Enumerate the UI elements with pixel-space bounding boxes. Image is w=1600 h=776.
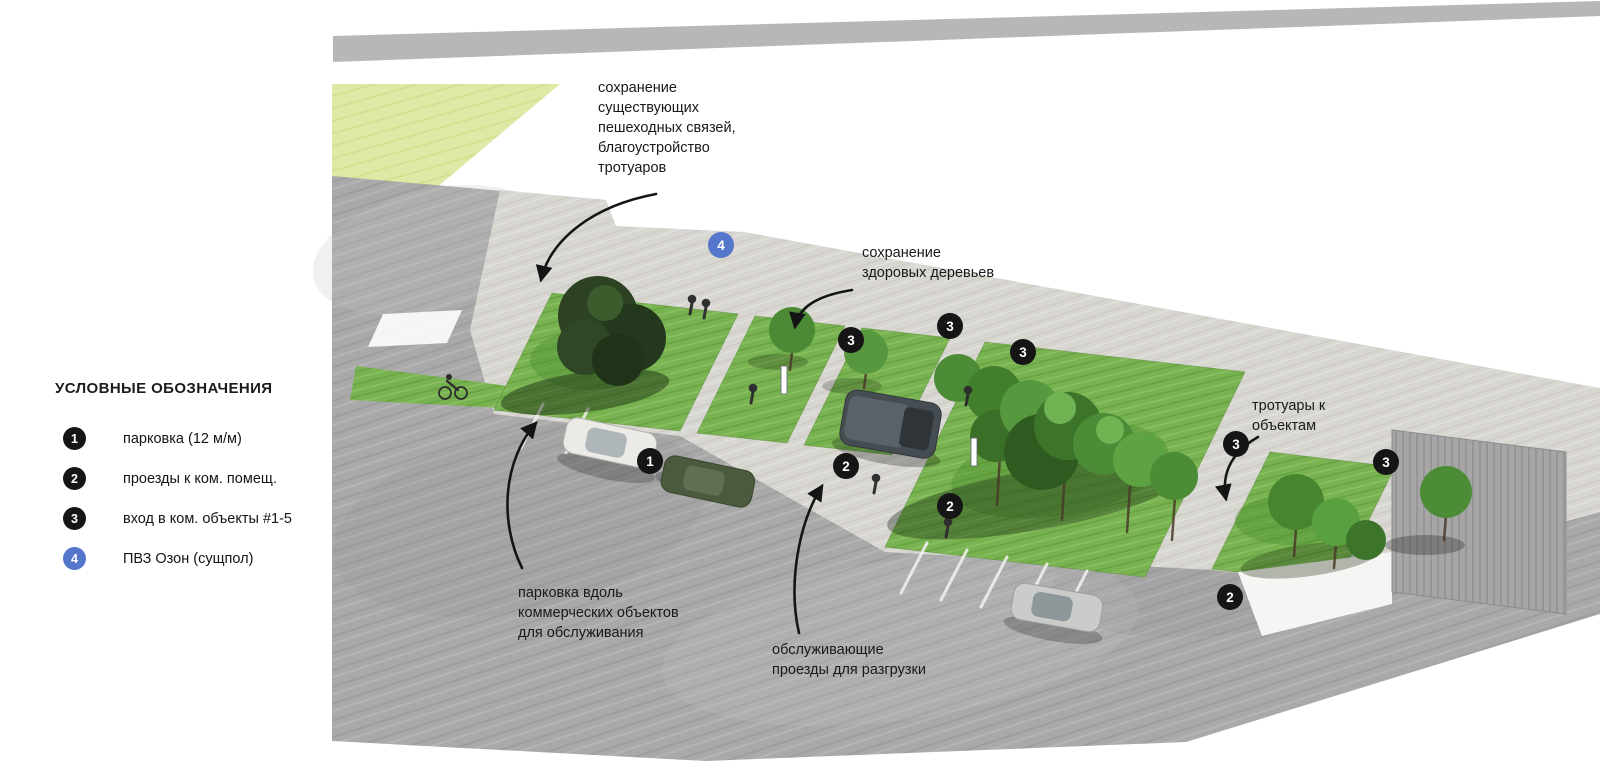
- lawn-2: [696, 315, 846, 444]
- annotation-arrows: [506, 192, 1260, 635]
- plan-marker-parking: 1: [637, 448, 663, 474]
- plan-marker-entrance-1: 3: [838, 327, 864, 353]
- car-white: [562, 417, 658, 469]
- plan-marker-entrance-2: 3: [937, 313, 963, 339]
- tree-cluster-lawn5: [1268, 474, 1386, 560]
- cyclist: [438, 374, 468, 400]
- legend-badge-3: 3: [63, 507, 86, 530]
- plan-marker-entrance-4: 3: [1223, 431, 1249, 457]
- annotation-parking-along: парковка вдоль коммерческих объектов для…: [518, 585, 679, 641]
- tree-far-right: [1420, 466, 1472, 518]
- annotation-sidewalks-to-objects: тротуары к объектам: [1252, 398, 1326, 434]
- plan-marker-driveway-3: 2: [1217, 584, 1243, 610]
- annotation-healthy-trees: сохранение здоровых деревьев: [862, 245, 995, 281]
- arrow-parking-along: [506, 421, 538, 570]
- crosswalk: [368, 310, 462, 347]
- legend-label-parking: парковка (12 м/м): [123, 430, 242, 447]
- arrow-sidewalks-to-objects: [1214, 435, 1260, 502]
- plan-marker-driveway-2: 2: [937, 493, 963, 519]
- pedestrians: [687, 294, 973, 539]
- legend-title: УСЛОВНЫЕ ОБОЗНАЧЕНИЯ: [55, 380, 273, 397]
- building-walkway: [1238, 552, 1392, 636]
- sign-poles: [780, 365, 978, 467]
- plan-marker-entrance-5: 3: [1373, 449, 1399, 475]
- legend-badge-2: 2: [63, 467, 86, 490]
- legend-item-parking: 1 парковка (12 м/м): [63, 427, 242, 450]
- van-dark: [839, 389, 942, 459]
- legend-item-entrances: 3 вход в ком. объекты #1-5: [63, 507, 292, 530]
- legend-item-pickup-point: 4 ПВЗ Озон (сущпол): [63, 547, 253, 570]
- large-dark-tree: [557, 276, 666, 386]
- legend-badge-4: 4: [63, 547, 86, 570]
- plan-marker-pickup-point: 4: [708, 232, 734, 258]
- building: [1391, 429, 1567, 615]
- legend-badge-1: 1: [63, 427, 86, 450]
- vehicles: [557, 389, 1104, 644]
- arrow-service-driveways: [793, 483, 824, 635]
- legend-label-pickup-point: ПВЗ Озон (сущпол): [123, 550, 254, 567]
- legend-label-entrances: вход в ком. объекты #1-5: [123, 510, 292, 527]
- legend-label-driveways: проезды к ком. помещ.: [123, 470, 277, 487]
- plan-marker-driveway-1: 2: [833, 453, 859, 479]
- arrow-pedestrian-links: [535, 192, 658, 283]
- plan-marker-entrance-3: 3: [1010, 339, 1036, 365]
- annotation-service-driveways: обслуживающие проезды для разгрузки: [772, 642, 926, 678]
- car-silver: [1010, 582, 1104, 633]
- tree: [769, 307, 815, 353]
- legend-item-driveways: 2 проезды к ком. помещ.: [63, 467, 277, 490]
- lawn-3: [803, 327, 951, 456]
- arrow-healthy-trees: [789, 288, 854, 330]
- top-road-strip: [333, 1, 1600, 62]
- annotation-pedestrian-links: сохранение существующих пешеходных связе…: [598, 80, 736, 176]
- car-green: [660, 455, 756, 508]
